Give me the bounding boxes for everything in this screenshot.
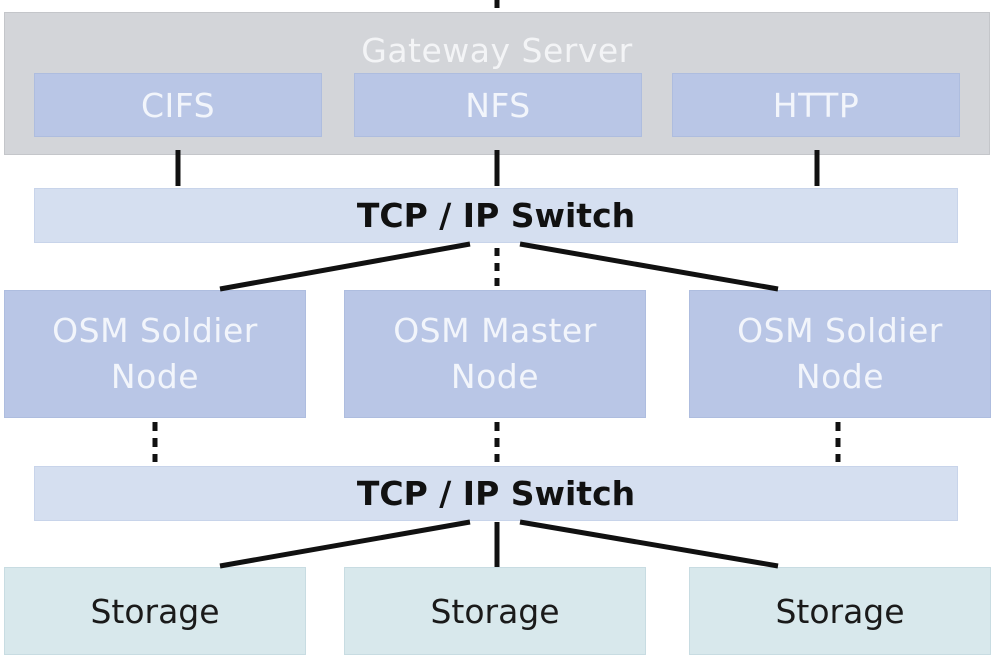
osm-master-node: OSM Master Node xyxy=(344,290,646,418)
tcp-ip-switch-lower: TCP / IP Switch xyxy=(34,466,958,521)
tcp-ip-switch-upper-label: TCP / IP Switch xyxy=(356,196,636,235)
storage-right: Storage xyxy=(689,567,991,655)
osm-soldier-node-right: OSM Soldier Node xyxy=(689,290,991,418)
protocol-nfs: NFS xyxy=(354,73,642,137)
connector-switch-soldier-left xyxy=(219,241,471,292)
tcp-ip-switch-lower-label: TCP / IP Switch xyxy=(356,474,636,513)
connector-switch-soldier-right xyxy=(519,241,779,292)
storage-left: Storage xyxy=(4,567,306,655)
storage-center: Storage xyxy=(344,567,646,655)
connector-switch-storage-left xyxy=(219,519,471,569)
osm-soldier-node-left: OSM Soldier Node xyxy=(4,290,306,418)
protocol-http: HTTP xyxy=(672,73,960,137)
connector-switch-storage-right xyxy=(519,519,779,569)
protocol-cifs: CIFS xyxy=(34,73,322,137)
gateway-server-title: Gateway Server xyxy=(361,31,633,70)
tcp-ip-switch-upper: TCP / IP Switch xyxy=(34,188,958,243)
